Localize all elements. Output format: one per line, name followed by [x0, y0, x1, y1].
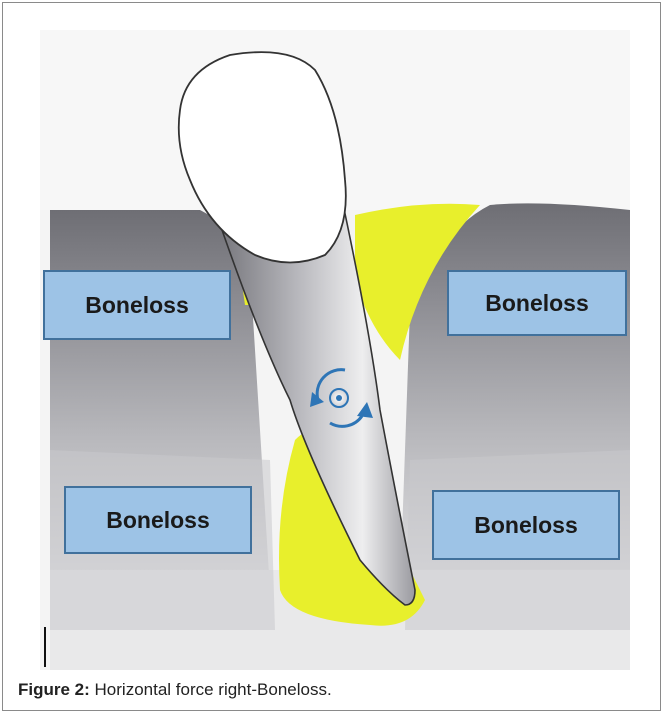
boneloss-label-lower-left: Boneloss: [64, 486, 252, 554]
boneloss-label-lower-right: Boneloss: [432, 490, 620, 560]
tooth-illustration: [40, 30, 630, 670]
center-of-rotation-icon: [330, 389, 348, 407]
caption-text: Horizontal force right-Boneloss.: [90, 680, 332, 699]
boneloss-label-upper-right: Boneloss: [447, 270, 627, 336]
text-cursor: [44, 627, 46, 667]
figure-caption: Figure 2: Horizontal force right-Bonelos…: [18, 680, 332, 700]
caption-prefix: Figure 2:: [18, 680, 90, 699]
tooth-diagram: Boneloss Boneloss Boneloss Boneloss: [40, 30, 630, 670]
boneloss-label-upper-left: Boneloss: [43, 270, 231, 340]
